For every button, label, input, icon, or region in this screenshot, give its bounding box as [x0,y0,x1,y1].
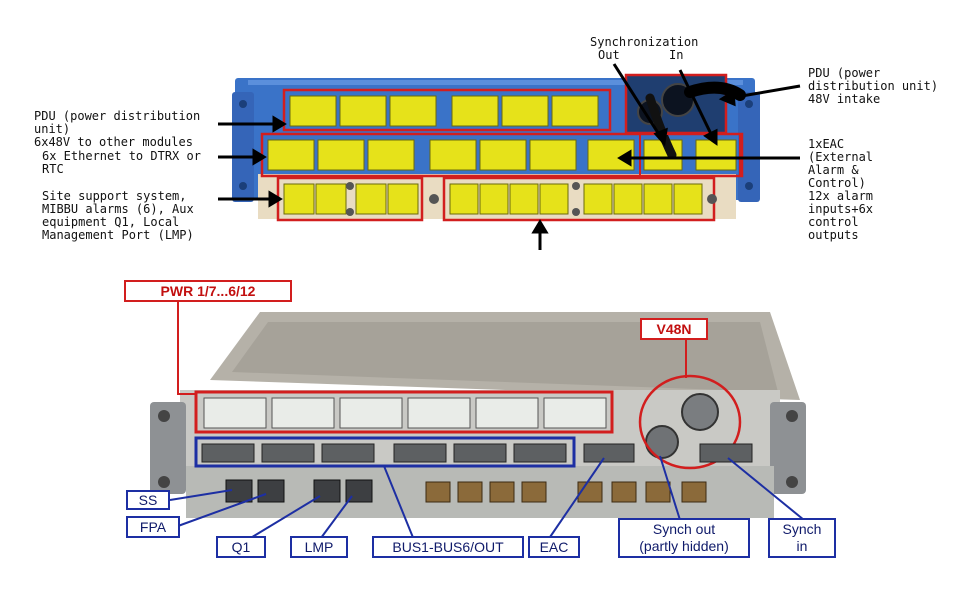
site-support-port [283,183,315,215]
ethernet-label: 6x Ethernet to DTRX or RTC [42,149,201,176]
ethernet-port [317,139,365,171]
synch-in-label: Synch in [768,518,836,558]
eac-bottom-port [583,443,635,463]
top-panel-left-ear [232,92,254,202]
eac-bottom-label: EAC [528,536,580,558]
bus-port [261,443,315,463]
alarm-bottom-port [681,481,707,503]
pdu-port [551,95,599,127]
alarm-port [509,183,539,215]
pwr-port [407,397,471,429]
alarm-bottom-port [425,481,451,503]
bus-port [393,443,447,463]
alarm-bottom-port [489,481,515,503]
alarm-port [643,183,673,215]
pdu-port [289,95,337,127]
pwr-leader [177,300,196,395]
pdu-output-frame [282,88,612,132]
bus-port [513,443,567,463]
pwr-port [203,397,267,429]
ss-leader [169,489,233,501]
sync-in-label: In [669,48,684,62]
pwr-port [543,397,607,429]
pdu-port [339,95,387,127]
ethernet-port [429,139,477,171]
alarm-port [539,183,569,215]
ss-label: SS [126,490,170,510]
arrow-sync-out [612,63,662,137]
lmp-leader [317,495,353,543]
sync-cable [645,93,677,160]
site-support-port [355,183,387,215]
alarm-port [449,183,479,215]
pwr-port [271,397,335,429]
eac-label: 1xEAC (External Alarm & Control) 12x ala… [808,137,874,242]
bottom-right-ear [770,402,806,494]
ethernet-port [529,139,577,171]
v48n-connector [681,393,719,431]
q1-label: Q1 [216,536,266,558]
q1-leader [243,495,321,543]
synch-in-bottom-port [699,443,753,463]
site-support-port [315,183,347,215]
alarm-bottom-port [645,481,671,503]
fpa-label: FPA [126,516,180,538]
alarm-port [613,183,643,215]
pdu-port [451,95,499,127]
pdu-output-ports [289,95,599,127]
alarm-port [479,183,509,215]
eac-leader [547,457,605,541]
pdu-port [501,95,549,127]
ethernet-port [367,139,415,171]
pwr-frame [194,390,614,434]
synch-out-connector [645,425,679,459]
bus-leader [383,465,415,541]
ethernet-port [267,139,315,171]
q1-port [313,479,341,503]
pwr-port [475,397,539,429]
synch-out-label: Synch out (partly hidden) [618,518,750,558]
sync-out-label: Out [598,48,620,62]
site-support-port [387,183,419,215]
alarm-bottom-port [611,481,637,503]
pwr-port [339,397,403,429]
synch-in-leader [727,457,805,521]
fpa-leader [177,493,267,527]
v48n-highlight [638,374,742,470]
alarm-bottom-port [521,481,547,503]
sync-title-label: Synchronization [590,35,699,49]
synch-out-leader [659,455,681,521]
lmp-label: LMP [290,536,348,558]
bus-port [321,443,375,463]
arrow-pdu-intake [729,84,801,100]
pdu-port [389,95,437,127]
top-panel-right-ear [738,92,760,202]
pdu-intake-label: PDU (power distribution unit) 48V intake [808,66,939,106]
bus-port [201,443,255,463]
bus-label: BUS1-BUS6/OUT [372,536,524,558]
alarm-port [583,183,613,215]
alarm-bottom-port [457,481,483,503]
pwr-label: PWR 1/7...6/12 [124,280,292,302]
site-support-label: Site support system, MIBBU alarms (6), A… [42,189,194,242]
v48n-label: V48N [640,318,708,340]
bottom-left-ear [150,402,186,494]
fpa-port [257,479,285,503]
alarm-port [673,183,703,215]
arrow-sync-in [678,69,714,137]
bus-port [453,443,507,463]
pdu-left-label: PDU (power distribution unit) 6x48V to o… [34,109,201,149]
ethernet-port [479,139,527,171]
